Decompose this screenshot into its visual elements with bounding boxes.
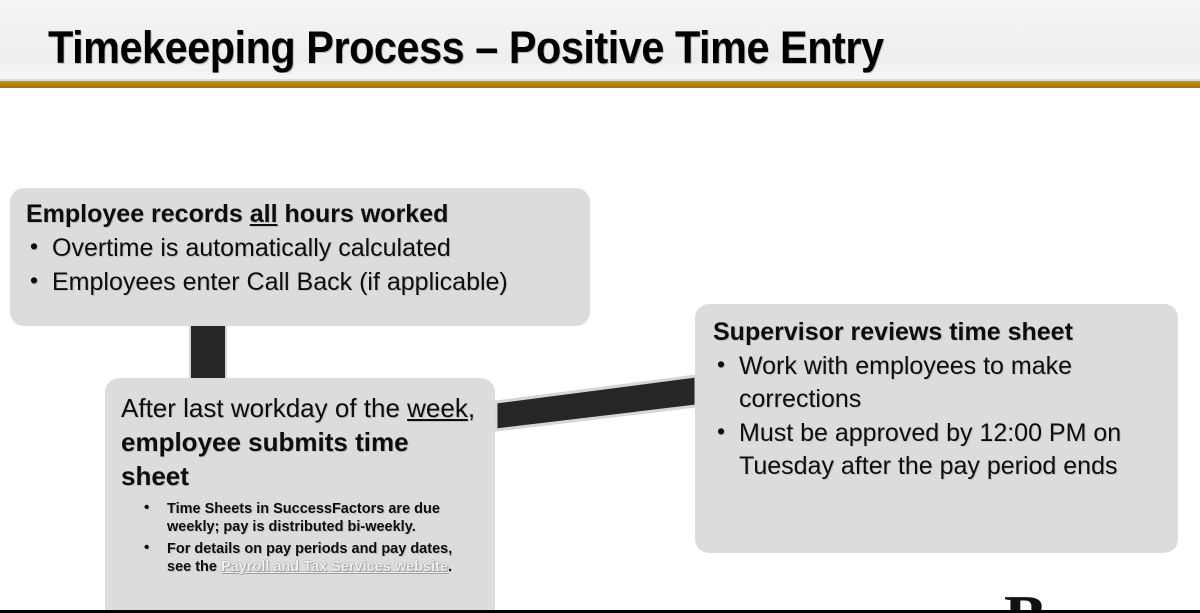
list-item: For details on pay periods and pay dates… (121, 539, 479, 577)
header-rule-hairline (0, 79, 1200, 81)
box-submits-sub-bullet-list: Time Sheets in SuccessFactors are due we… (121, 499, 479, 577)
box-supervisor-reviews: Supervisor reviews time sheet Work with … (695, 304, 1178, 553)
box-supervisor-bullet-list: Work with employees to make corrections … (713, 349, 1160, 483)
connector-vertical-employee-to-submits (189, 320, 227, 382)
box-submits-lead-bold: employee submits time sheet (121, 426, 409, 491)
box-employee-bullet-list: Overtime is automatically calculated Emp… (26, 231, 574, 299)
box-supervisor-heading: Supervisor reviews time sheet (713, 318, 1073, 346)
list-item: Time Sheets in SuccessFactors are due we… (121, 499, 479, 537)
box-submits-lead: After last workday of the week, employee… (121, 392, 479, 493)
box-employee-submits-timesheet: After last workday of the week, employee… (105, 378, 495, 613)
list-item: Work with employees to make corrections (713, 349, 1160, 416)
box-employee-heading-underlined: all (249, 200, 278, 228)
header-accent-rule (0, 81, 1200, 88)
sub-bullet-tail: . (448, 559, 453, 576)
logo-partial-letter: B (1004, 586, 1047, 613)
box-submits-lead-part1: After last workday of the (121, 393, 408, 423)
list-item: Employees enter Call Back (if applicable… (26, 265, 574, 299)
box-employee-heading-part1: Employee records (26, 200, 250, 228)
box-employee-heading: Employee records all hours worked (26, 200, 574, 228)
box-submits-lead-part2: , (467, 393, 476, 423)
list-item: Must be approved by 12:00 PM on Tuesday … (713, 416, 1160, 483)
box-employee-heading-part2: hours worked (277, 200, 449, 228)
page-title: Timekeeping Process – Positive Time Entr… (48, 22, 884, 73)
bottom-edge-rule (0, 610, 1200, 613)
list-item: Overtime is automatically calculated (26, 231, 574, 265)
header-band (0, 0, 1200, 81)
sub-bullet-text: Time Sheets in SuccessFactors are due we… (167, 501, 440, 536)
payroll-tax-services-website-link[interactable]: Payroll and Tax Services website (221, 559, 449, 576)
connector-horizontal-submits-to-supervisor (490, 372, 700, 432)
sub-bullet-text: For details on pay periods and pay dates… (167, 541, 453, 576)
box-employee-records: Employee records all hours worked Overti… (10, 188, 590, 326)
box-submits-lead-underlined: week (407, 393, 468, 423)
